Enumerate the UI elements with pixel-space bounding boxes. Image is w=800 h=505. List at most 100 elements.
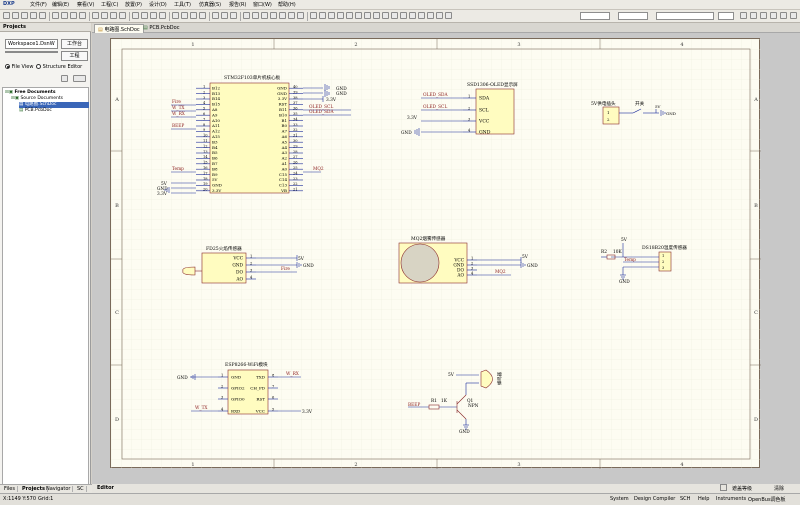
settings-icon[interactable] (790, 12, 797, 19)
menu-edit[interactable]: 编辑(E) (52, 2, 70, 8)
tab-pcb[interactable]: ▤ PCB.PcbDoc (143, 25, 180, 31)
project-select[interactable] (5, 51, 58, 53)
menu-view[interactable]: 察看(V) (77, 2, 95, 8)
menu-file[interactable]: 文件(F) (30, 2, 47, 8)
offsheet-icon[interactable] (427, 12, 434, 19)
tree-folder[interactable]: ⊟▣ Source Documents (11, 96, 63, 101)
status-system[interactable]: System (610, 496, 629, 502)
status-help[interactable]: Help (698, 496, 710, 502)
tree-root[interactable]: ⊟▣ Free Documents (5, 90, 56, 95)
structure-editor-radio[interactable]: Structure Editor (36, 64, 82, 70)
wire-icon[interactable] (243, 12, 250, 19)
menu-design[interactable]: 设计(D) (149, 2, 167, 8)
net-label-icon[interactable] (270, 12, 277, 19)
compile-mask-icon[interactable] (364, 12, 371, 19)
note-icon[interactable] (382, 12, 389, 19)
signal-icon[interactable] (409, 12, 416, 19)
blanket-icon[interactable] (373, 12, 380, 19)
history-icon[interactable] (780, 12, 787, 19)
editor-tab[interactable]: Editor (97, 485, 114, 491)
hierarchy-icon[interactable] (190, 12, 197, 19)
tab-projects[interactable]: Projects (20, 486, 49, 492)
panel-menu-icon[interactable] (73, 75, 86, 82)
preview-icon[interactable] (39, 12, 46, 19)
device-sheet-icon[interactable] (328, 12, 335, 19)
workspace-select[interactable]: Workspace1.DsnW (5, 39, 58, 49)
tab-navigator[interactable]: Navigator (44, 486, 74, 492)
tab-files[interactable]: Files (2, 486, 18, 492)
workspace-button[interactable]: 工作台 (61, 39, 88, 49)
rubber-stamp-icon[interactable] (119, 12, 126, 19)
bus-icon[interactable] (252, 12, 259, 19)
zoom-combo[interactable] (580, 12, 610, 20)
undo-icon[interactable] (212, 12, 219, 19)
open-icon[interactable] (12, 12, 19, 19)
clear-label[interactable]: 清除 (774, 486, 785, 492)
vcc-port-icon[interactable] (288, 12, 295, 19)
paste-icon[interactable] (110, 12, 117, 19)
redo-icon[interactable] (221, 12, 228, 19)
open-project-icon[interactable] (52, 12, 59, 19)
buzzer-pwr-gnd: GND (459, 430, 470, 435)
directive-icon[interactable] (418, 12, 425, 19)
menu-simulator[interactable]: 仿真器(S) (199, 2, 222, 8)
project-button[interactable]: 工程 (61, 51, 88, 61)
cut-icon[interactable] (92, 12, 99, 19)
port-icon[interactable] (337, 12, 344, 19)
schematic-canvas[interactable]: 1 2 3 4 1 2 3 4 A B C D A B C D STM32F10… (92, 33, 800, 484)
browse-library-icon[interactable] (181, 12, 188, 19)
harness-icon[interactable] (400, 12, 407, 19)
menu-reports[interactable]: 报告(R) (229, 2, 247, 8)
mask-label[interactable]: 遮盖等级 (732, 486, 753, 492)
sheet-symbol-icon[interactable] (310, 12, 317, 19)
dxp-menu[interactable]: DXP (3, 1, 15, 7)
deselect-icon[interactable] (150, 12, 157, 19)
menu-tools[interactable]: 工具(T) (174, 2, 191, 8)
place-part-icon[interactable] (297, 12, 304, 19)
select-icon[interactable] (132, 12, 139, 19)
status-instruments[interactable]: Instruments (716, 496, 747, 502)
no-erc-icon[interactable] (346, 12, 353, 19)
new-icon[interactable] (3, 12, 10, 19)
menu-place[interactable]: 放置(P) (125, 2, 142, 8)
sheet-entry-icon[interactable] (319, 12, 326, 19)
menu-help[interactable]: 帮助(H) (278, 2, 296, 8)
menu-window[interactable]: 窗口(W) (253, 2, 272, 8)
status-sch[interactable]: SCH (680, 496, 691, 502)
favorite-icon[interactable] (770, 12, 777, 19)
cross-probe-icon[interactable] (172, 12, 179, 19)
panel-refresh-icon[interactable] (61, 75, 68, 82)
save-icon[interactable] (21, 12, 28, 19)
forward-icon[interactable] (750, 12, 757, 19)
tree-doc-pcb[interactable]: ▤ PCB.PcbDoc (19, 108, 52, 113)
status-openbus[interactable]: OpenBus调色板 (748, 497, 786, 503)
pcb-layout-icon[interactable] (355, 12, 362, 19)
menu-project[interactable]: 工程(C) (101, 2, 119, 8)
file-view-radio[interactable]: File View (5, 64, 33, 70)
zoom-selected-icon[interactable] (79, 12, 86, 19)
nav-combo[interactable] (718, 12, 734, 20)
zoom-fit-icon[interactable] (61, 12, 68, 19)
copy-icon[interactable] (101, 12, 108, 19)
sheet-icon[interactable] (199, 12, 206, 19)
move-icon[interactable] (141, 12, 148, 19)
sheet-combo[interactable] (618, 12, 648, 20)
path-combo[interactable] (656, 12, 714, 20)
gnd-port-icon[interactable] (279, 12, 286, 19)
mask-icon[interactable] (720, 484, 727, 491)
tab-schematic[interactable]: ▤ 电路图.SchDoc (94, 24, 144, 33)
help-icon[interactable] (436, 12, 443, 19)
home-icon[interactable] (760, 12, 767, 19)
bus-entry-icon[interactable] (261, 12, 268, 19)
hierarchy-up-icon[interactable] (230, 12, 237, 19)
clear-filter-icon[interactable] (159, 12, 166, 19)
status-design-compiler[interactable]: Design Compiler (634, 496, 676, 502)
clear-icon[interactable] (445, 12, 452, 19)
schematic-sheet[interactable]: 1 2 3 4 1 2 3 4 A B C D A B C D STM32F10… (110, 38, 761, 469)
back-icon[interactable] (740, 12, 747, 19)
tree-doc-schematic[interactable]: ▤ 电路图.SchDoc (19, 102, 89, 108)
table-icon[interactable] (391, 12, 398, 19)
print-icon[interactable] (30, 12, 37, 19)
zoom-area-icon[interactable] (70, 12, 77, 19)
tab-sc[interactable]: SC (75, 486, 87, 492)
